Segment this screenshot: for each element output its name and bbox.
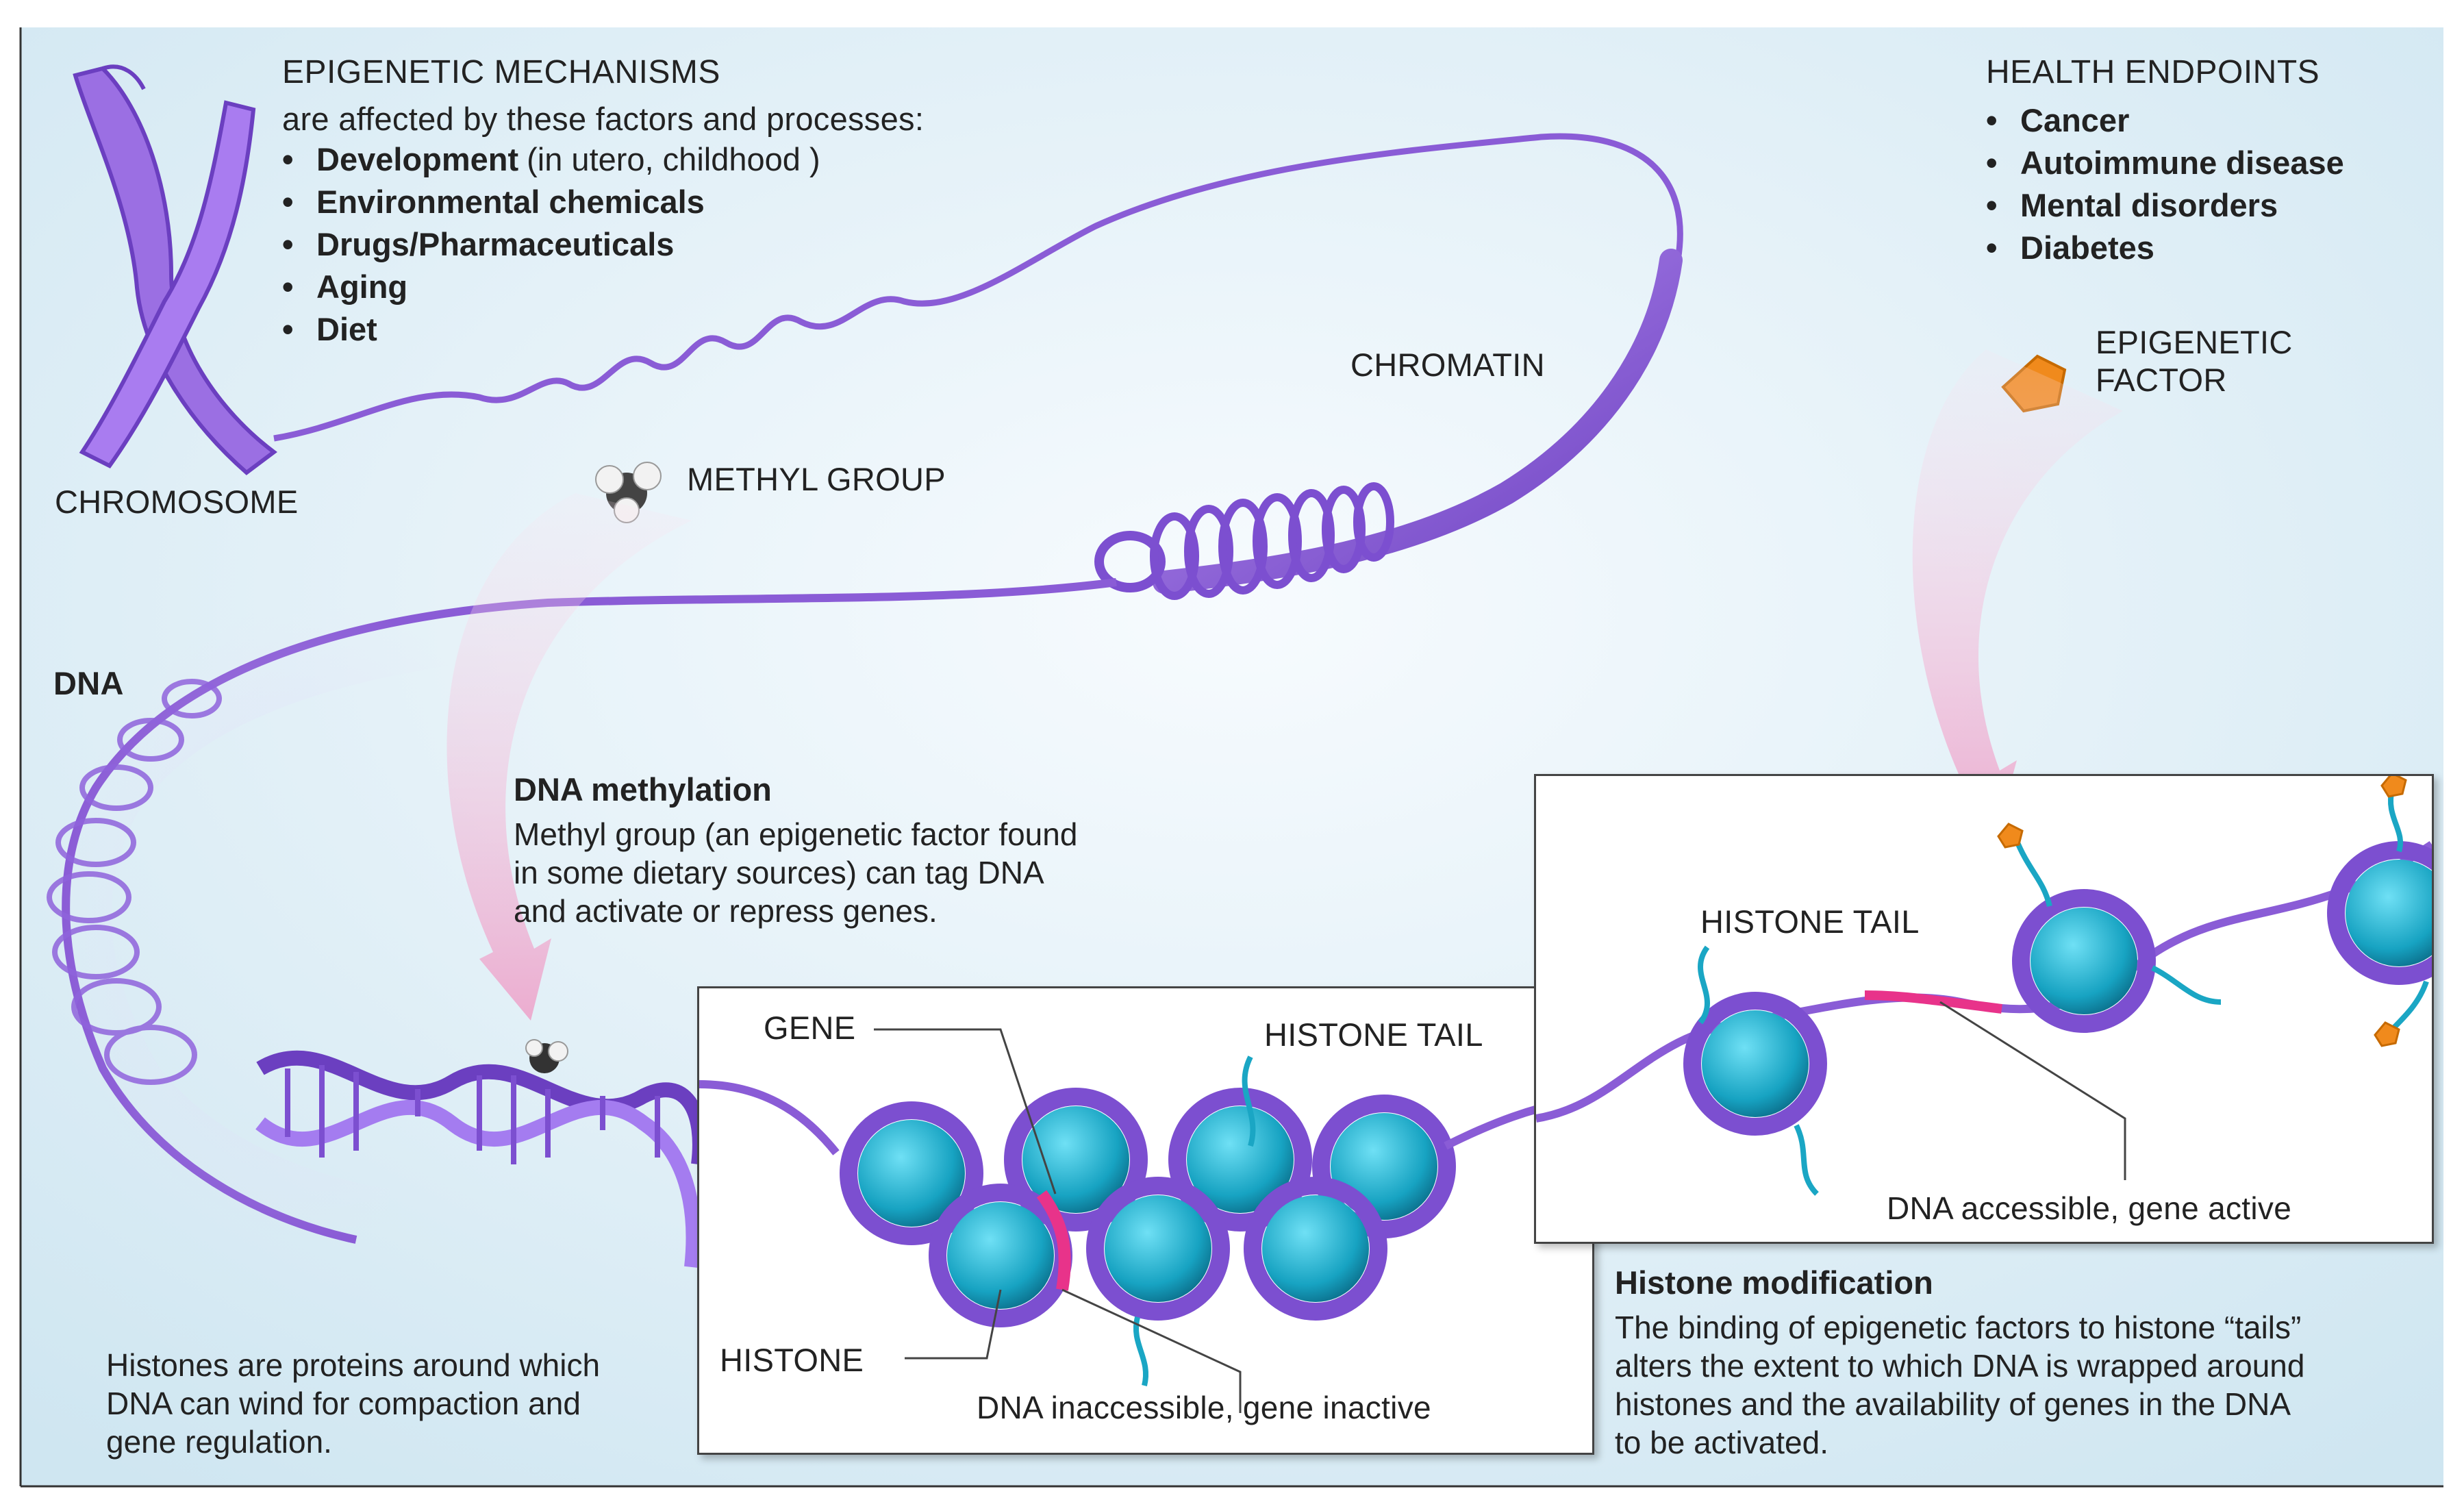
dna-accessible-label: DNA accessible, gene active [1887, 1190, 2292, 1226]
inset-accessible: HISTONE TAIL DNA accessible, gene active [1534, 774, 2434, 1244]
mechanism-item: Environmental chemicals [282, 181, 820, 223]
accessible-illustration [1536, 776, 2432, 1196]
epigenetic-factor-label-line2: FACTOR [2096, 362, 2227, 398]
histone-label: HISTONE [720, 1342, 864, 1378]
chromosome-label: CHROMOSOME [55, 484, 299, 520]
histone-tail-label-left: HISTONE TAIL [1264, 1016, 1483, 1053]
epigenetic-factor-label-line1: EPIGENETIC [2096, 324, 2293, 360]
histones-note-line-1: Histones are proteins around which [106, 1347, 601, 1383]
dna-helix-rings [47, 679, 222, 1085]
histones-note-line-2: DNA can wind for compaction and [106, 1386, 581, 1421]
inaccessible-illustration [699, 1028, 1592, 1413]
health-item: Autoimmune disease [1986, 142, 2344, 184]
mechanism-item: Aging [282, 266, 820, 308]
methyl-tag-on-dna [525, 1039, 568, 1073]
mechanisms-subtitle: are affected by these factors and proces… [282, 101, 925, 137]
histone-mod-title: Histone modification [1615, 1264, 1933, 1301]
dna-helix [255, 1050, 707, 1268]
health-item: Cancer [1986, 99, 2344, 142]
methylation-line-1: Methyl group (an epigenetic factor found [514, 816, 1078, 852]
mechanism-item: Drugs/Pharmaceuticals [282, 223, 820, 266]
histones-note-line-3: gene regulation. [106, 1424, 332, 1460]
health-list: Cancer Autoimmune disease Mental disorde… [1986, 99, 2344, 269]
mechanism-item: Diet [282, 308, 820, 351]
mechanisms-list: Development(in utero, childhood ) Enviro… [282, 138, 820, 351]
chromosome-shape [73, 64, 277, 475]
dna-inaccessible-label: DNA inaccessible, gene inactive [977, 1390, 1431, 1425]
chromatin-loop [1153, 249, 1683, 594]
mechanism-item: Development(in utero, childhood ) [282, 138, 820, 181]
dna-helix-ghost [8, 551, 565, 1291]
methyl-group-label: METHYL GROUP [687, 461, 946, 497]
methylation-title: DNA methylation [514, 771, 772, 808]
health-item: Mental disorders [1986, 184, 2344, 227]
chromatin-label: CHROMATIN [1350, 347, 1545, 383]
chromatin-coil [1094, 482, 1394, 600]
health-title: HEALTH ENDPOINTS [1986, 54, 2320, 90]
mechanisms-title: EPIGENETIC MECHANISMS [282, 54, 720, 90]
histone-mod-line-2: alters the extent to which DNA is wrappe… [1615, 1348, 2305, 1384]
inset-inaccessible: GENE HISTONE TAIL HISTONE DNA inaccessib… [697, 986, 1594, 1455]
health-item: Diabetes [1986, 227, 2344, 269]
methylation-line-3: and activate or repress genes. [514, 893, 938, 929]
histone-factor-arrow [1912, 349, 2123, 836]
methylation-line-2: in some dietary sources) can tag DNA [514, 855, 1044, 890]
dna-label: DNA [53, 665, 124, 701]
histone-mod-line-4: to be activated. [1615, 1425, 1828, 1460]
gene-label: GENE [764, 1010, 856, 1046]
histone-tail-label-right: HISTONE TAIL [1700, 903, 1920, 940]
histone-mod-line-1: The binding of epigenetic factors to his… [1615, 1310, 2302, 1345]
histone-mod-line-3: histones and the availability of genes i… [1615, 1386, 2291, 1422]
methylation-arrow [447, 493, 692, 1021]
